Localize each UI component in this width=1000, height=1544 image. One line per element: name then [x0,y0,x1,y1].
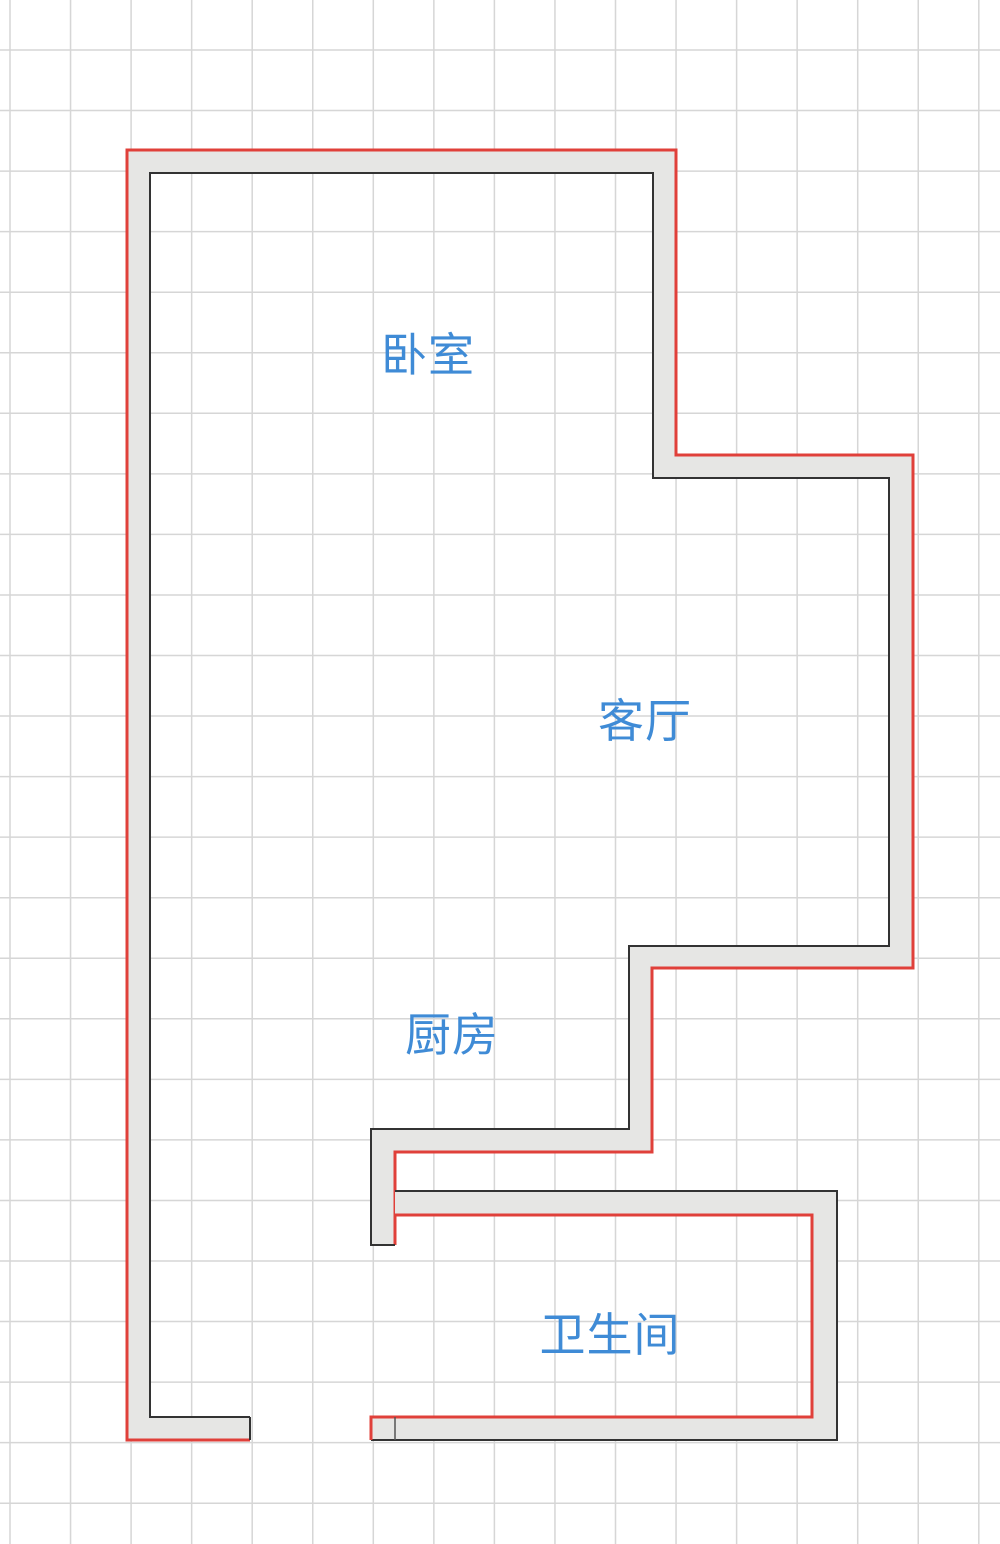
bathroom-wall-outer-edge [371,1190,838,1441]
room-label-kitchen: 厨房 [405,1008,499,1062]
main-wall-fill [127,150,913,1440]
room-label-bathroom: 卫生间 [539,1308,681,1362]
main-wall-inner-edge [149,172,890,1418]
main-wall-outer-edge [125,148,915,1442]
bathroom-wall [369,1190,838,1441]
room-label-bedroom: 卧室 [381,328,475,382]
main-wall [125,148,915,1442]
room-label-living-room: 客厅 [598,694,692,748]
bathroom-wall-inner-edge [369,1213,814,1440]
